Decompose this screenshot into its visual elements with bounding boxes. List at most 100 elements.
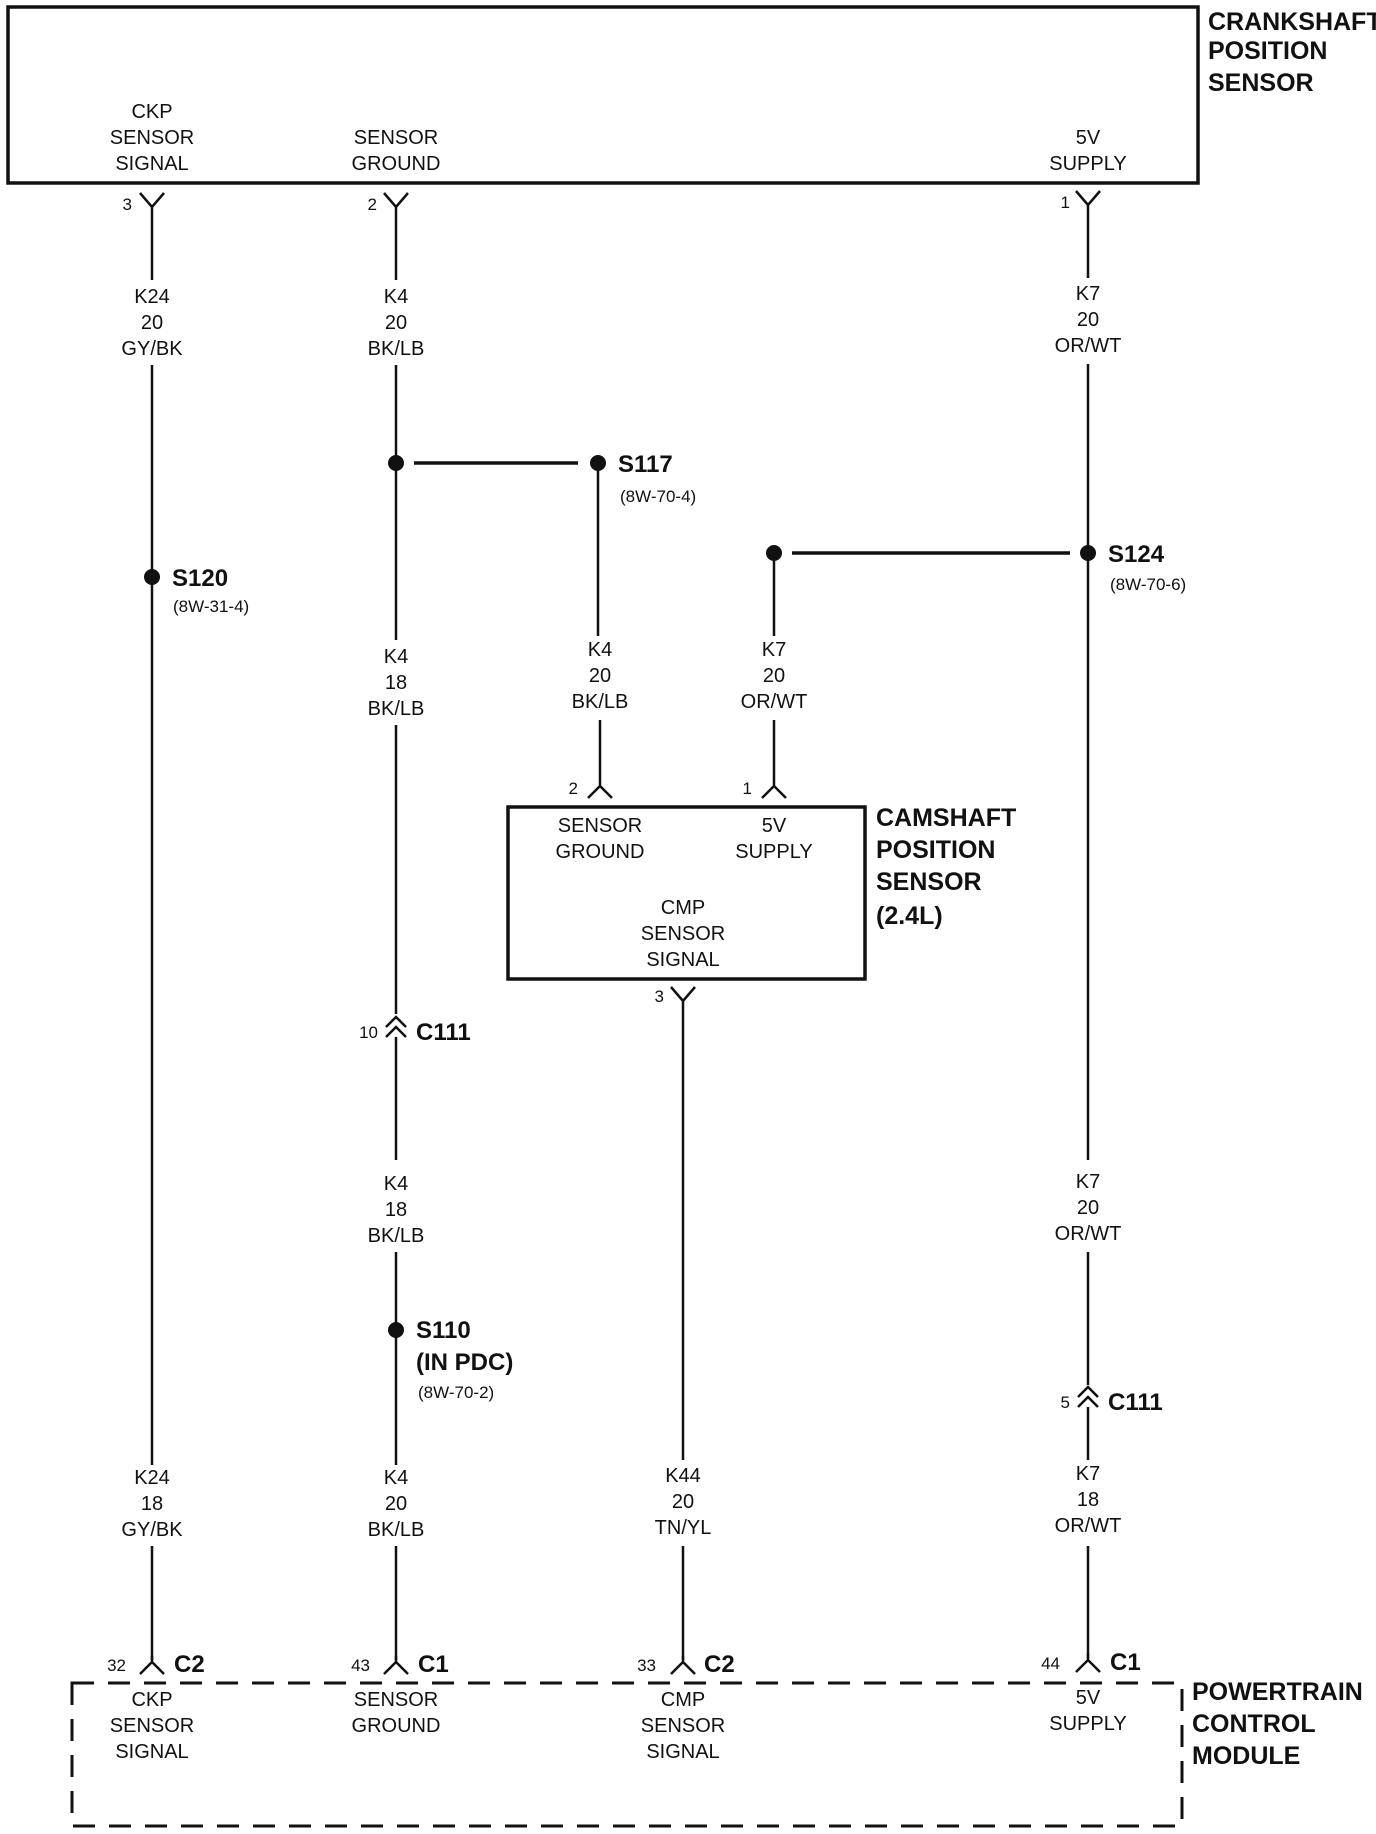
wire-label-line: OR/WT [741,691,808,713]
wire-label-line: 20 [672,1491,694,1513]
ckp-pin-connector-icon [139,192,165,215]
splice-s110-name: S110 [416,1317,471,1344]
pin-label-line: SENSOR [110,127,194,149]
wire-label-line: 20 [763,665,785,687]
pin-label-line: CMP [661,897,705,919]
wire-label-line: 20 [589,665,611,687]
pin-label-line: 5V [1076,127,1101,149]
wire-label-line: BK/LB [368,1225,425,1247]
wire-label-k24-top: K24 20 GY/BK [121,286,183,360]
wire-label-line: BK/LB [368,1519,425,1541]
cmp-pin-label-ground: SENSOR GROUND [556,815,645,863]
pin-label-line: SENSOR [558,815,642,837]
wire-label-line: BK/LB [368,338,425,360]
splice-s117-name: S117 [618,451,673,478]
pcm-title-line: CONTROL [1192,1710,1316,1738]
wire-label-line: K4 [384,286,408,308]
wire-label-line: 18 [385,1199,407,1221]
pin-label-line: SIGNAL [646,1741,719,1763]
pcm-title-line: POWERTRAIN [1192,1678,1363,1706]
pin-label-line: SENSOR [354,127,438,149]
wire-label-line: GY/BK [121,338,183,360]
splice-s117-ref: (8W-70-4) [620,487,696,506]
wire-label-k4-mid: K4 18 BK/LB [368,646,425,720]
wire-label-k7-cmp: K7 20 OR/WT [741,639,808,713]
pcm-pin-number: 43 [351,1656,370,1675]
wire-label-line: OR/WT [1055,1223,1122,1245]
splice-s120-ref: (8W-31-4) [173,597,249,616]
wire-label-line: K7 [762,639,786,661]
wire-label-line: OR/WT [1055,1515,1122,1537]
wire-label-k7-mid: K7 20 OR/WT [1055,1171,1122,1245]
ckp-pin-connector-icon [1075,190,1101,213]
wire-label-k7-top: K7 20 OR/WT [1055,283,1122,357]
pcm-pin-number: 33 [637,1656,656,1675]
cmp-pin-label-signal: CMP SENSOR SIGNAL [641,897,725,971]
crankshaft-sensor-title: CRANKSHAFT POSITION SENSOR [1208,8,1376,97]
wire-label-line: K7 [1076,1463,1100,1485]
wire-label-line: K7 [1076,1171,1100,1193]
wire-label-line: 20 [1077,1197,1099,1219]
wire-label-k4-lower: K4 18 BK/LB [368,1173,425,1247]
pin-label-line: SENSOR [641,923,725,945]
pin-label-line: CMP [661,1689,705,1711]
wire-label-line: K7 [1076,283,1100,305]
pin-label-line: CKP [131,101,172,123]
pin-label-line: 5V [762,815,787,837]
c111-k4-name: C111 [416,1019,471,1046]
wire-label-k4-cmp: K4 20 BK/LB [572,639,629,713]
crankshaft-title-line: CRANKSHAFT [1208,8,1376,36]
pcm-title-line: MODULE [1192,1742,1300,1770]
cmp-pin-number: 1 [743,779,752,798]
cmp-pin-label-supply: 5V SUPPLY [735,815,812,863]
pcm-pin-number: 44 [1041,1654,1060,1673]
wire-label-line: GY/BK [121,1519,183,1541]
pin-label-line: SUPPLY [735,841,812,863]
camshaft-sensor-box [506,805,867,981]
pcm-pin-label-supply: 5V SUPPLY [1049,1687,1126,1735]
splice-s110-ref: (8W-70-2) [418,1383,494,1402]
wire-label-k4-top: K4 20 BK/LB [368,286,425,360]
splice-s124-name: S124 [1108,541,1165,568]
ckp-pin-number: 3 [123,195,132,214]
c111-k7-name: C111 [1108,1389,1163,1416]
c111-k4-pin-number: 10 [359,1023,378,1042]
cmp-pin-connector-icon [761,776,787,799]
powertrain-control-module-box [70,1681,1184,1828]
camshaft-title-line: SENSOR [876,868,982,896]
pin-label-line: SIGNAL [646,949,719,971]
camshaft-title-line: (2.4L) [876,902,943,930]
pcm-pin-connector-icon [383,1656,409,1675]
cmp-pin-connector-icon [670,986,696,1010]
pin-label-line: GROUND [352,1715,441,1737]
splice-s117-dot [590,455,606,471]
ckp-pin-label-supply: 5V SUPPLY [1049,127,1126,175]
wire-label-line: BK/LB [572,691,629,713]
wire-label-k24-bottom: K24 18 GY/BK [121,1467,183,1541]
camshaft-title-line: CAMSHAFT [876,804,1016,832]
pin-label-line: SENSOR [110,1715,194,1737]
splice-s120-name: S120 [172,565,228,592]
cmp-pin-number: 3 [655,987,664,1006]
pcm-connector-name: C2 [704,1651,735,1678]
crankshaft-sensor-box [6,5,1200,185]
inline-connector-icon [385,1015,407,1038]
splice-dot [388,455,404,471]
wire-label-line: TN/YL [655,1517,712,1539]
wire-label-line: 18 [1077,1489,1099,1511]
wire-label-k7-bottom: K7 18 OR/WT [1055,1463,1122,1537]
c111-k7-pin-number: 5 [1061,1393,1070,1412]
cmp-pin-number: 2 [569,779,578,798]
crankshaft-title-line: SENSOR [1208,69,1314,97]
ckp-pin-number: 2 [368,195,377,214]
wire-label-line: 20 [385,312,407,334]
cmp-pin-connector-icon [587,776,613,799]
pin-label-line: GROUND [352,153,441,175]
wire-label-line: 20 [385,1493,407,1515]
pcm-pin-number: 32 [107,1656,126,1675]
ckp-pin-number: 1 [1061,193,1070,212]
camshaft-sensor-title: CAMSHAFT POSITION SENSOR (2.4L) [876,804,1016,930]
splice-s110-sub: (IN PDC) [416,1349,513,1376]
splice-s120-dot [144,569,160,585]
pin-label-line: SENSOR [354,1689,438,1711]
